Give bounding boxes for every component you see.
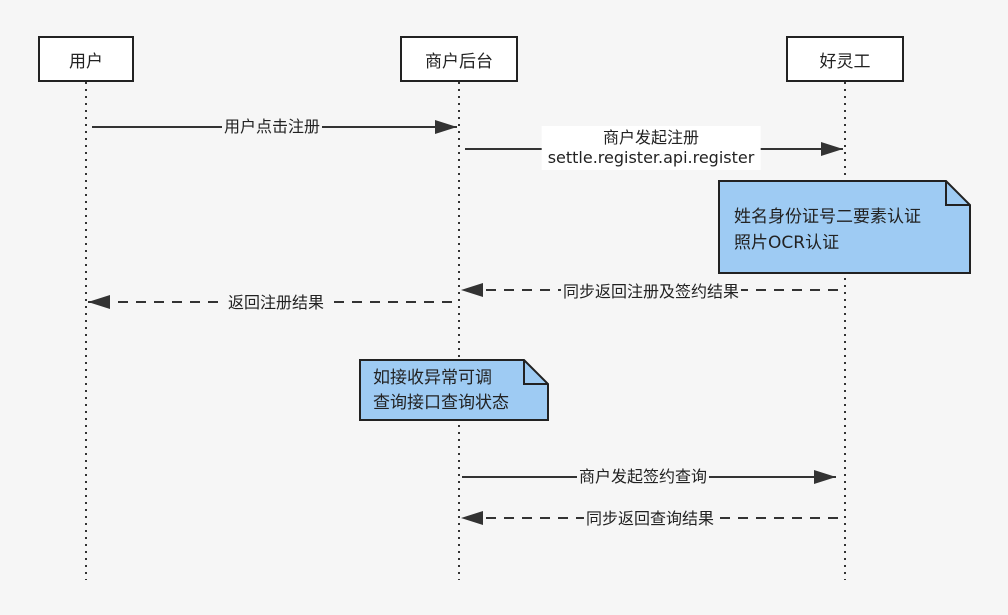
message-label-m4: 返回注册结果 bbox=[225, 293, 327, 313]
message-label-m6: 同步返回查询结果 bbox=[583, 509, 717, 529]
message-label-m2-line1: 商户发起注册 bbox=[602, 128, 699, 147]
actor-merchant: 商户后台 bbox=[400, 36, 518, 82]
note-exception-query bbox=[359, 359, 549, 421]
message-label-m1: 用户点击注册 bbox=[221, 117, 323, 137]
message-label-m5: 商户发起签约查询 bbox=[576, 467, 710, 487]
note-identity-verification bbox=[718, 180, 971, 274]
note-line: 照片OCR认证 bbox=[734, 233, 840, 253]
note-line: 如接收异常可调 bbox=[373, 368, 492, 388]
message-label-m2: 商户发起注册 settle.register.api.register bbox=[541, 126, 761, 170]
note-identity-verification-text: 姓名身份证号二要素认证 照片OCR认证 bbox=[734, 204, 921, 256]
note-line: 查询接口查询状态 bbox=[373, 393, 509, 413]
note-exception-query-text: 如接收异常可调 查询接口查询状态 bbox=[373, 366, 509, 416]
message-label-m3: 同步返回注册及签约结果 bbox=[560, 282, 742, 302]
actor-platform: 好灵工 bbox=[786, 36, 904, 82]
message-label-m2-line2: settle.register.api.register bbox=[547, 148, 755, 167]
actor-user: 用户 bbox=[38, 36, 134, 82]
note-line: 姓名身份证号二要素认证 bbox=[734, 207, 921, 227]
